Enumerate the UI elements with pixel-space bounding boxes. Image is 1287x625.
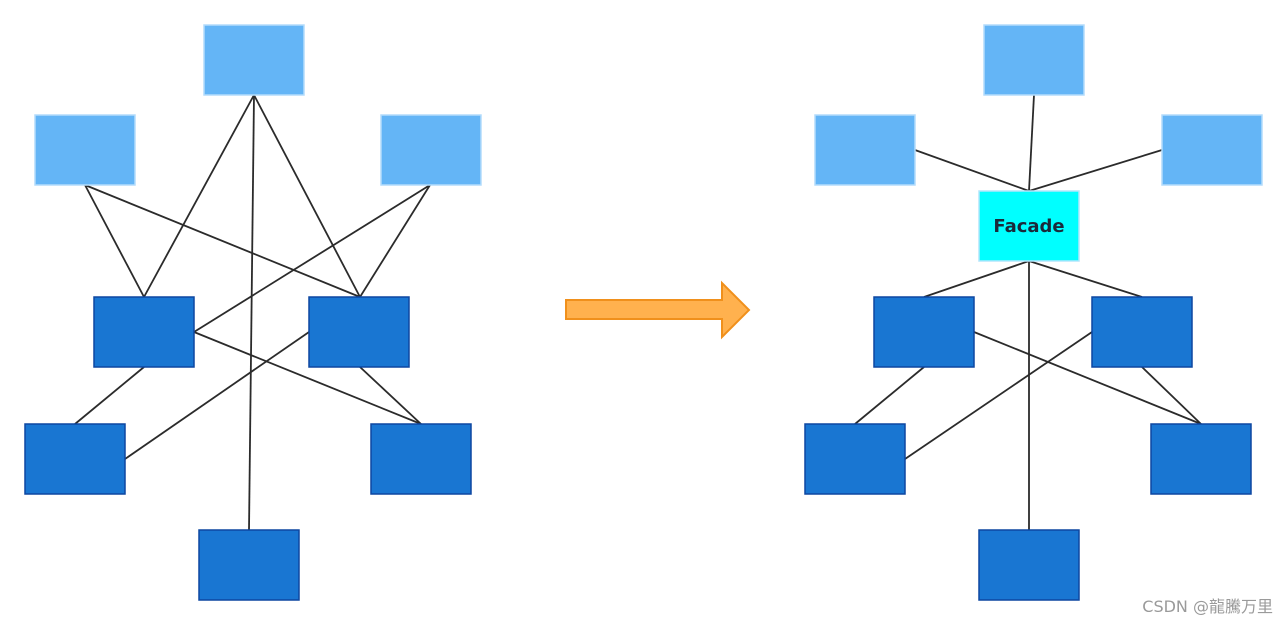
subsystem-box (93, 296, 195, 368)
before-links (74, 94, 431, 531)
link (904, 331, 1093, 460)
subsystem-box (804, 423, 906, 495)
link (854, 366, 925, 425)
link (973, 331, 1202, 425)
subsystem-box (24, 423, 126, 495)
after-facade-group: Facade (804, 24, 1263, 601)
link (1028, 260, 1143, 298)
facade-label: Facade (993, 216, 1064, 237)
link (1028, 94, 1035, 192)
link (914, 149, 1030, 192)
link (253, 94, 361, 298)
subsystem-box (1091, 296, 1193, 368)
link (359, 366, 422, 425)
link (84, 184, 145, 298)
watermark-text: CSDN @龍騰万里 (1142, 597, 1273, 616)
link (1028, 149, 1163, 192)
link (74, 366, 145, 425)
subsystem-box (198, 529, 300, 601)
link (1141, 366, 1202, 425)
subsystem-box (1150, 423, 1252, 495)
link (124, 331, 310, 460)
client-box (380, 114, 482, 186)
link (84, 184, 361, 298)
facade-box (978, 190, 1080, 262)
link (193, 184, 431, 333)
subsystem-box (308, 296, 410, 368)
client-box (34, 114, 136, 186)
subsystem-box (370, 423, 472, 495)
client-box (1161, 114, 1263, 186)
before-facade-group (24, 24, 482, 601)
link (143, 94, 255, 298)
after-links (854, 94, 1202, 530)
subsystem-box (873, 296, 975, 368)
link (248, 94, 255, 531)
link (193, 331, 422, 425)
link (923, 260, 1030, 298)
client-box (814, 114, 916, 186)
link (359, 184, 431, 298)
client-box (203, 24, 305, 96)
subsystem-box (978, 529, 1080, 601)
transform-arrow (565, 280, 751, 340)
client-box (983, 24, 1085, 96)
